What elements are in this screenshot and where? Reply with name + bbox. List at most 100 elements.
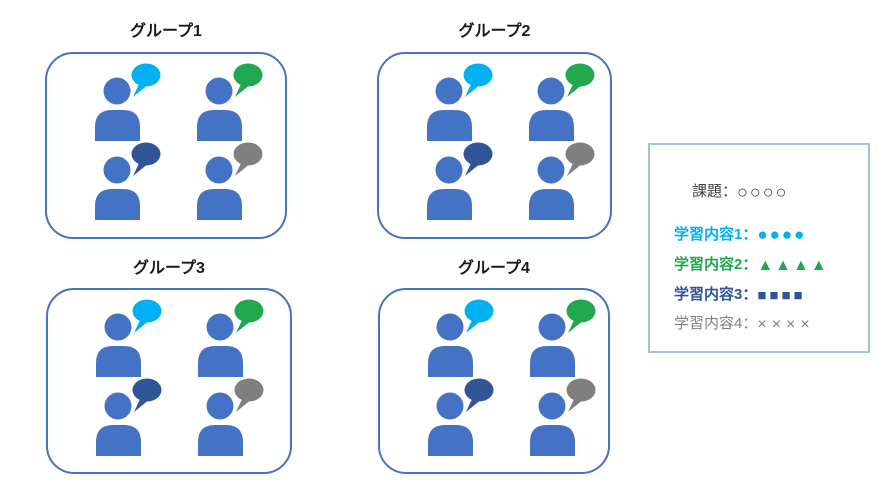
person-head	[537, 156, 565, 184]
person-head	[104, 313, 132, 341]
speech-bubble-tail	[235, 161, 251, 176]
group-1-card	[45, 52, 287, 239]
person-body	[96, 425, 141, 456]
group-4-card	[378, 288, 610, 474]
person-head	[537, 77, 565, 105]
legend-item-3: 学習内容3：■■■■	[674, 285, 806, 306]
speech-bubble-tail	[465, 82, 481, 97]
speech-bubble-tail	[236, 397, 252, 412]
speech-bubble	[464, 378, 494, 402]
speech-bubble-tail	[567, 161, 583, 176]
group-2-title: グループ2	[458, 23, 531, 40]
person-body	[428, 346, 473, 377]
person-with-cyan-bubble-icon	[427, 63, 493, 141]
person-body	[530, 425, 575, 456]
person-body	[197, 110, 242, 141]
speech-bubble	[566, 299, 596, 323]
legend-item-1: 学習内容1：●●●●	[674, 225, 806, 245]
person-body	[198, 425, 243, 456]
person-body	[95, 110, 140, 141]
person-with-gray-bubble-icon	[198, 378, 264, 456]
person-head	[103, 77, 131, 105]
group-2-card	[377, 52, 612, 239]
person-body	[197, 189, 242, 220]
person-head	[206, 392, 234, 420]
person-body	[529, 110, 574, 141]
legend-item-2: 学習内容2：▲▲▲▲	[674, 255, 829, 276]
task-symbols: ○○○○	[737, 182, 789, 202]
person-head	[104, 392, 132, 420]
person-with-navy-bubble-icon	[95, 142, 161, 220]
group-3-card	[46, 288, 292, 474]
person-head	[436, 313, 464, 341]
person-with-cyan-bubble-icon	[95, 63, 161, 141]
speech-bubble	[464, 299, 494, 323]
speech-bubble	[565, 142, 595, 166]
person-with-navy-bubble-icon	[427, 142, 493, 220]
legend-item-3-label: 学習内容3：	[674, 286, 758, 303]
person-with-green-bubble-icon	[529, 63, 595, 141]
speech-bubble	[566, 378, 596, 402]
speech-bubble-tail	[568, 397, 584, 412]
legend-item-3-symbols: ■■■■	[757, 287, 806, 304]
speech-bubble	[131, 63, 161, 87]
task-label: 課題：	[692, 183, 738, 200]
legend-item-2-symbols: ▲▲▲▲	[757, 257, 829, 274]
legend-task-row: 課題：○○○○	[692, 181, 789, 203]
speech-bubble	[565, 63, 595, 87]
person-body	[530, 346, 575, 377]
speech-bubble	[132, 299, 162, 323]
speech-bubble	[234, 378, 264, 402]
person-body	[198, 346, 243, 377]
speech-bubble	[233, 142, 263, 166]
person-body	[95, 189, 140, 220]
speech-bubble	[131, 142, 161, 166]
legend-item-4: 学習内容4：××××	[674, 314, 815, 335]
speech-bubble-tail	[466, 397, 482, 412]
group-4-title: グループ4	[458, 260, 530, 277]
person-head	[205, 77, 233, 105]
person-head	[206, 313, 234, 341]
person-body	[96, 346, 141, 377]
speech-bubble-tail	[568, 318, 584, 333]
person-with-green-bubble-icon	[198, 299, 264, 377]
legend-item-4-symbols: ××××	[757, 316, 815, 333]
speech-bubble	[233, 63, 263, 87]
speech-bubble	[132, 378, 162, 402]
person-body	[428, 425, 473, 456]
person-head	[436, 392, 464, 420]
speech-bubble-tail	[133, 161, 149, 176]
person-with-green-bubble-icon	[530, 299, 596, 377]
person-with-gray-bubble-icon	[529, 142, 595, 220]
person-head	[435, 156, 463, 184]
legend-item-2-label: 学習内容2：	[674, 256, 758, 273]
person-head	[103, 156, 131, 184]
speech-bubble-tail	[134, 397, 150, 412]
speech-bubble-tail	[465, 161, 481, 176]
group-3-title: グループ3	[133, 260, 205, 277]
legend-item-4-label: 学習内容4：	[674, 315, 758, 332]
person-with-green-bubble-icon	[197, 63, 263, 141]
speech-bubble	[234, 299, 264, 323]
person-body	[427, 189, 472, 220]
speech-bubble-tail	[466, 318, 482, 333]
legend-box: 課題：○○○○ 学習内容1：●●●● 学習内容2：▲▲▲▲ 学習内容3：■■■■…	[648, 143, 870, 353]
person-body	[427, 110, 472, 141]
legend-item-1-symbols: ●●●●	[757, 225, 807, 244]
person-with-cyan-bubble-icon	[428, 299, 494, 377]
speech-bubble-tail	[235, 82, 251, 97]
person-head	[538, 392, 566, 420]
person-with-cyan-bubble-icon	[96, 299, 162, 377]
legend-item-1-label: 学習内容1：	[674, 226, 758, 243]
person-with-gray-bubble-icon	[530, 378, 596, 456]
speech-bubble	[463, 63, 493, 87]
person-head	[538, 313, 566, 341]
speech-bubble-tail	[133, 82, 149, 97]
person-head	[435, 77, 463, 105]
speech-bubble	[463, 142, 493, 166]
speech-bubble-tail	[567, 82, 583, 97]
person-with-navy-bubble-icon	[96, 378, 162, 456]
group-1-title: グループ1	[130, 23, 202, 40]
person-head	[205, 156, 233, 184]
